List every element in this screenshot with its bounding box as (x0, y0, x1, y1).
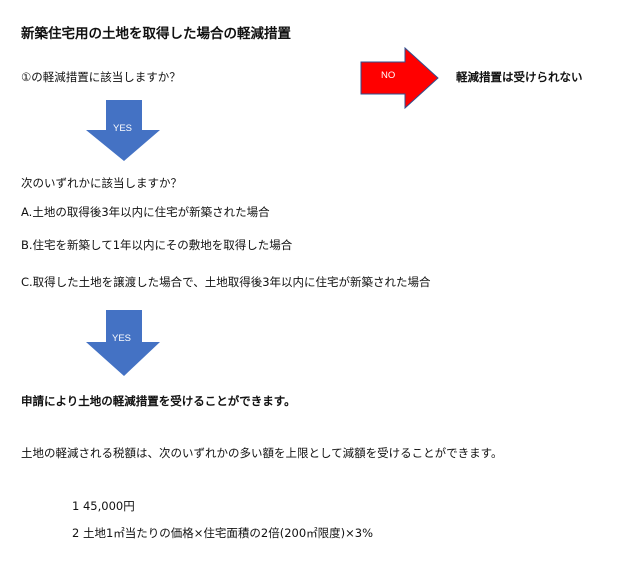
question-1: ①の軽減措置に該当しますか？ (21, 70, 181, 84)
page-title: 新築住宅用の土地を取得した場合の軽減措置 (21, 26, 291, 42)
yes-arrow-1 (86, 100, 160, 161)
yes-arrow-2-label: YES (112, 333, 132, 344)
option-a: A.土地の取得後3年以内に住宅が新築された場合 (21, 205, 270, 219)
no-arrow-label: NO (381, 70, 396, 81)
note: 土地の軽減される税額は、次のいずれかの多い額を上限として減額を受けることができま… (21, 446, 503, 460)
no-result: 軽減措置は受けられない (456, 70, 583, 84)
item-1: 1 45,000円 (72, 499, 135, 513)
item-2: 2 土地1㎡当たりの価格×住宅面積の2倍(200㎡限度)×3% (72, 526, 374, 540)
question-2: 次のいずれかに該当しますか？ (21, 176, 182, 190)
option-b: B.住宅を新築して1年以内にその敷地を取得した場合 (21, 238, 293, 252)
yes-arrow-1-label: YES (113, 123, 133, 134)
no-arrow (360, 47, 439, 109)
yes-arrow-2 (86, 310, 160, 376)
conclusion: 申請により土地の軽減措置を受けることができます。 (21, 394, 296, 408)
option-c: C.取得した土地を譲渡した場合で、土地取得後3年以内に住宅が新築された場合 (21, 275, 431, 289)
